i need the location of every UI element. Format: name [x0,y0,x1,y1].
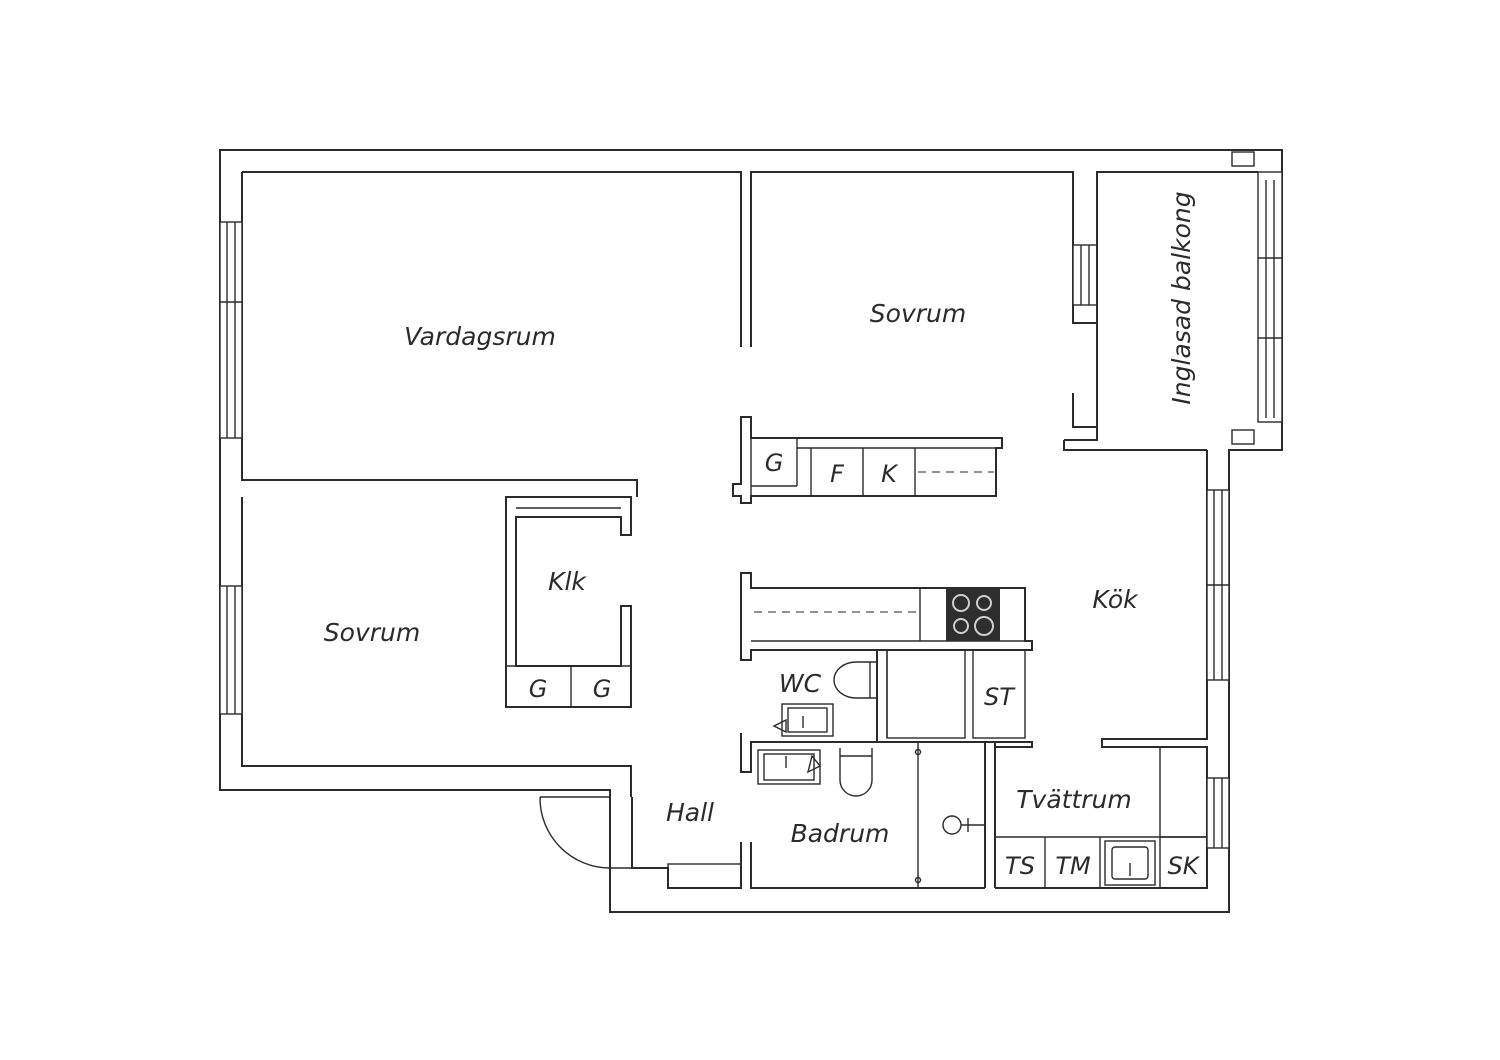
entry-door [539,796,632,869]
label-st: ST [984,683,1016,711]
label-sovrum-top: Sovrum [870,299,966,328]
label-freezer-f: F [830,460,845,488]
interior-walls [505,172,1207,889]
shower-head-icon [942,815,985,835]
label-tvattrum: Tvättrum [1016,785,1131,814]
label-tm: TM [1055,852,1091,880]
wc-sink-icon [772,703,834,737]
fixture-labels: G F K G G ST TS TM SK [529,449,1201,880]
label-hall: Hall [666,798,714,827]
label-klk: Klk [548,567,587,596]
stove-icon [946,588,1000,641]
label-closet-g1: G [529,675,548,703]
label-fridge-k: K [881,460,899,488]
label-closet-g2: G [593,675,612,703]
bath-toilet-icon [839,748,873,797]
label-kok: Kök [1092,585,1139,614]
wc-toilet-icon [833,661,877,699]
label-vardagsrum: Vardagsrum [404,322,556,351]
label-ts: TS [1005,852,1035,880]
label-inglasad-balkong: Inglasad balkong [1167,191,1196,404]
label-sk: SK [1168,852,1201,880]
label-wc: WC [779,669,822,698]
room-labels: Vardagsrum Sovrum Inglasad balkong Sovru… [324,191,1196,848]
label-closet-g: G [765,449,784,477]
bath-sink-icon [757,749,822,785]
laundry-sink-icon [1104,840,1156,886]
label-badrum: Badrum [791,819,890,848]
label-sovrum-left: Sovrum [324,618,420,647]
windows [219,151,1283,849]
